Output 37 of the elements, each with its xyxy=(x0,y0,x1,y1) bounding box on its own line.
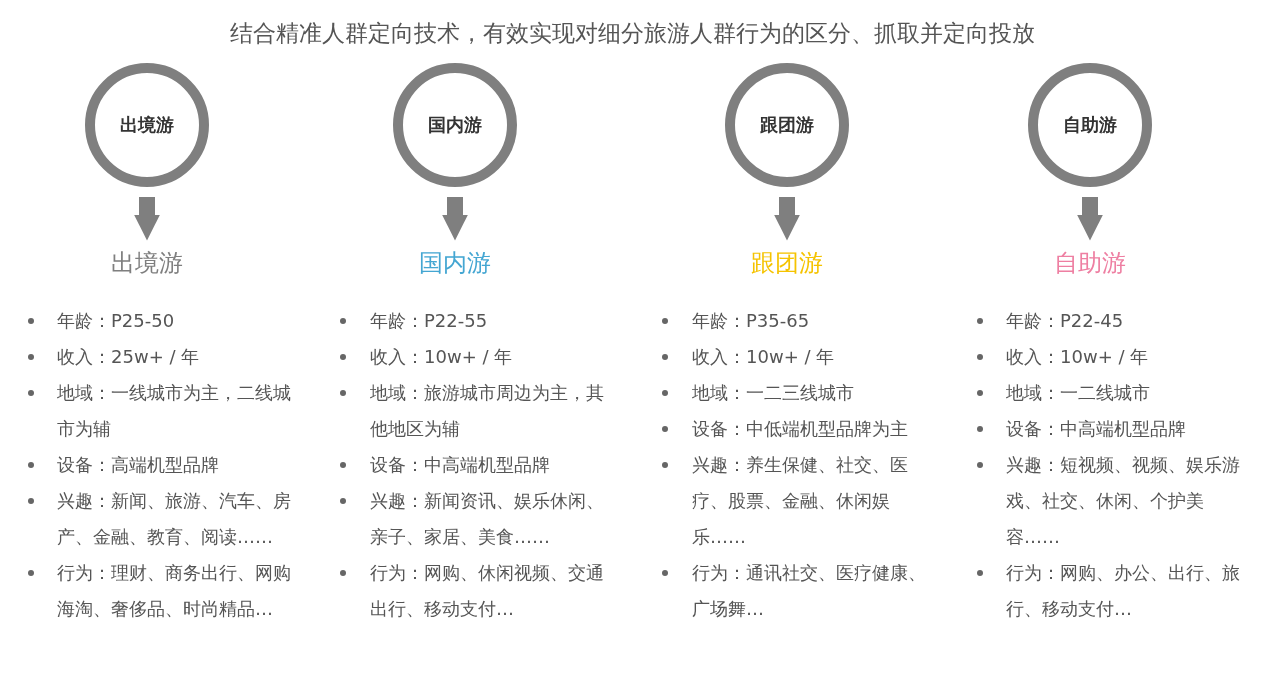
arrow xyxy=(134,197,160,241)
arrow xyxy=(1077,197,1103,241)
bullet-text: 收入：10w+ / 年 xyxy=(692,345,836,369)
bullet-text: 年龄：P35-65 xyxy=(692,309,811,333)
bullet-text: 行为：网购、休闲视频、交通出行、移动支付… xyxy=(370,561,605,621)
bullet-text: 地域：旅游城市周边为主，其他地区为辅 xyxy=(370,381,605,441)
bullet-text: 年龄：P22-55 xyxy=(370,309,489,333)
bullet-text: 行为：网购、办公、出行、旅行、移动支付… xyxy=(1006,561,1241,621)
bullet-text: 兴趣：新闻、旅游、汽车、房产、金融、教育、阅读…… xyxy=(57,489,292,549)
arrow xyxy=(774,197,800,241)
title: 结合精准人群定向技术，有效实现对细分旅游人群行为的区分、抓取并定向投放 xyxy=(229,19,1036,48)
bullet-text: 收入：25w+ / 年 xyxy=(57,345,201,369)
category-circle: 出境游 xyxy=(85,63,209,187)
bullet-text: 设备：中高端机型品牌 xyxy=(1006,417,1187,441)
category-circle: 国内游 xyxy=(393,63,517,187)
bullet-text: 地域：一线城市为主，二线城市为辅 xyxy=(57,381,292,441)
category-heading: 出境游 xyxy=(67,247,227,279)
category-heading: 跟团游 xyxy=(707,247,867,279)
category-circle: 自助游 xyxy=(1028,63,1152,187)
category-heading: 自助游 xyxy=(1010,247,1170,279)
bullet-text: 行为：通讯社交、医疗健康、广场舞… xyxy=(692,561,927,621)
category-circle: 跟团游 xyxy=(725,63,849,187)
bullet-text: 设备：高端机型品牌 xyxy=(57,453,220,477)
bullet-text: 兴趣：养生保健、社交、医疗、股票、金融、休闲娱乐…… xyxy=(692,453,909,549)
bullet-text: 收入：10w+ / 年 xyxy=(370,345,514,369)
bullet-text: 设备：中低端机型品牌为主 xyxy=(692,417,909,441)
bullet-text: 年龄：P22-45 xyxy=(1006,309,1125,333)
bullet-text: 行为：理财、商务出行、网购海淘、奢侈品、时尚精品… xyxy=(57,561,292,621)
arrow xyxy=(442,197,468,241)
bullet-text: 地域：一二三线城市 xyxy=(692,381,855,405)
bullet-text: 兴趣：短视频、视频、娱乐游戏、社交、休闲、个护美容…… xyxy=(1006,453,1241,549)
bullet-text: 地域：一二线城市 xyxy=(1006,381,1151,405)
bullet-text: 设备：中高端机型品牌 xyxy=(370,453,551,477)
category-heading: 国内游 xyxy=(375,247,535,279)
bullet-text: 兴趣：新闻资讯、娱乐休闲、亲子、家居、美食…… xyxy=(370,489,605,549)
bullet-text: 收入：10w+ / 年 xyxy=(1006,345,1150,369)
bullet-text: 年龄：P25-50 xyxy=(57,309,176,333)
